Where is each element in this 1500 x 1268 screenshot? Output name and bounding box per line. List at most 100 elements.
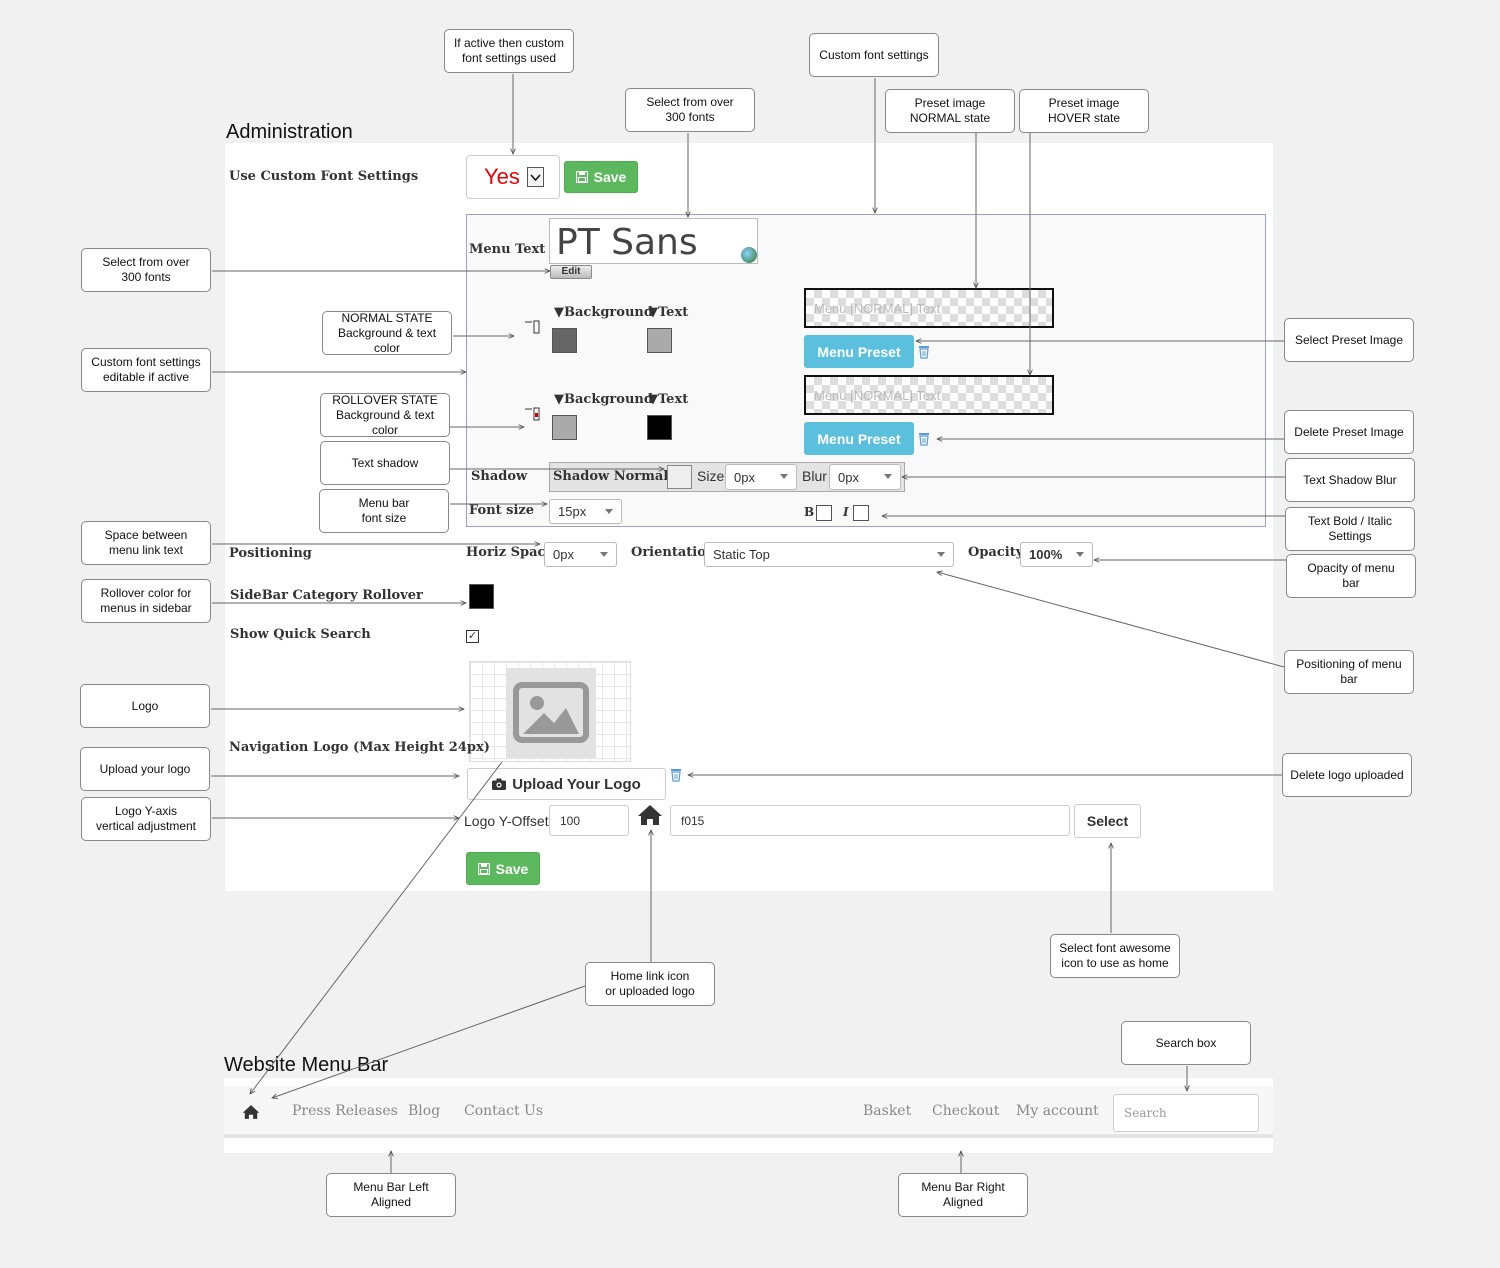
normal-text-label: ▼Text xyxy=(648,305,689,320)
quick-search-checkbox[interactable]: ✓ xyxy=(466,630,479,643)
menu-link-my-account[interactable]: My account xyxy=(1016,1103,1099,1119)
opacity-select[interactable]: 100% xyxy=(1020,542,1093,567)
home-icon-code-input[interactable]: f015 xyxy=(670,805,1070,836)
menu-link-blog[interactable]: Blog xyxy=(408,1103,441,1119)
rollover-state-icon xyxy=(525,407,541,421)
normal-text-swatch[interactable] xyxy=(647,328,672,353)
select-icon-button[interactable]: Select xyxy=(1074,804,1141,838)
menubar-heading: Website Menu Bar xyxy=(224,1054,389,1076)
save-custom-font-button[interactable]: Save xyxy=(564,161,638,193)
callout-upload-logo: Upload your logo xyxy=(80,747,210,791)
callout-delete-logo: Delete logo uploaded xyxy=(1282,753,1412,797)
logo-preview xyxy=(469,661,631,762)
callout-text-shadow: Text shadow xyxy=(320,441,450,485)
horiz-space-label: Horiz Space xyxy=(466,545,554,560)
sidebar-rollover-swatch[interactable] xyxy=(469,584,494,609)
callout-home-icon: Home link icon or uploaded logo xyxy=(585,962,715,1006)
opacity-label: Opacity xyxy=(968,545,1024,560)
font-size-select[interactable]: 15px xyxy=(549,499,622,524)
font-size-label: Font size xyxy=(469,503,535,518)
callout-custom-font: Custom font settings xyxy=(809,33,939,77)
callout-positioning: Positioning of menu bar xyxy=(1284,650,1414,694)
callout-rollover-sidebar: Rollover color for menus in sidebar xyxy=(81,579,211,623)
horiz-space-value: 0px xyxy=(553,547,574,562)
logo-y-offset-label: Logo Y-Offset xyxy=(464,813,549,829)
font-picker[interactable]: PT Sans xyxy=(549,218,758,264)
menu-preset-hover-button[interactable]: Menu Preset xyxy=(804,422,914,455)
callout-right-aligned: Menu Bar Right Aligned xyxy=(898,1173,1028,1217)
rollover-text-swatch[interactable] xyxy=(647,415,672,440)
font-name: PT Sans xyxy=(556,222,698,263)
home-icon[interactable] xyxy=(242,1104,260,1120)
menu-preset-normal-button[interactable]: Menu Preset xyxy=(804,335,914,368)
upload-logo-button[interactable]: Upload Your Logo xyxy=(467,768,666,800)
rollover-background-label: ▼Background xyxy=(554,392,653,407)
save-button[interactable]: Save xyxy=(466,852,540,885)
use-custom-font-value: Yes xyxy=(484,164,520,189)
sidebar-rollover-label: SideBar Category Rollover xyxy=(230,588,423,603)
orientation-select[interactable]: Static Top xyxy=(704,542,954,567)
shadow-size-label: Size xyxy=(697,468,725,484)
menu-link-press-releases[interactable]: Press Releases xyxy=(292,1103,398,1119)
callout-select-fonts-left: Select from over 300 fonts xyxy=(81,248,211,292)
floppy-icon xyxy=(575,171,588,183)
shadow-color-swatch[interactable] xyxy=(667,465,692,489)
preset-normal-preview: Menu [NORMAL] Text xyxy=(804,288,1054,328)
shadow-blur-label: Blur xyxy=(802,468,827,484)
callout-preset-hover: Preset image HOVER state xyxy=(1019,89,1149,133)
callout-normal-state: NORMAL STATE Background & text color xyxy=(322,311,452,355)
normal-background-label: ▼Background xyxy=(554,305,653,320)
callout-preset-normal: Preset image NORMAL state xyxy=(885,89,1015,133)
shadow-size-select[interactable]: 0px xyxy=(725,464,797,490)
use-custom-font-select[interactable]: Yes xyxy=(466,155,560,199)
callout-delete-preset: Delete Preset Image xyxy=(1284,410,1414,454)
camera-icon xyxy=(492,778,507,790)
save-label: Save xyxy=(593,169,627,185)
callout-menu-font-size: Menu bar font size xyxy=(319,489,449,533)
bold-icon: B xyxy=(804,505,815,519)
bold-checkbox[interactable] xyxy=(816,505,832,521)
image-placeholder-icon xyxy=(506,668,596,758)
quick-search-label: Show Quick Search xyxy=(230,627,371,642)
trash-icon[interactable] xyxy=(918,345,930,359)
home-icon xyxy=(637,804,663,826)
globe-icon xyxy=(741,247,757,263)
callout-space-between: Space between menu link text xyxy=(81,521,211,565)
search-input[interactable]: Search xyxy=(1113,1094,1259,1132)
preset-hover-preview: Menu [NORMAL] Text xyxy=(804,375,1054,415)
edit-font-button[interactable]: Edit xyxy=(550,265,592,279)
callout-logo: Logo xyxy=(80,684,210,728)
callout-left-aligned: Menu Bar Left Aligned xyxy=(326,1173,456,1217)
callout-opacity: Opacity of menu bar xyxy=(1286,554,1416,598)
callout-shadow-blur: Text Shadow Blur xyxy=(1285,458,1415,502)
callout-fa-icon: Select font awesome icon to use as home xyxy=(1050,934,1180,978)
floppy-icon xyxy=(477,862,490,875)
normal-state-icon xyxy=(525,320,541,334)
upload-logo-label: Upload Your Logo xyxy=(512,775,641,793)
nav-logo-label: Navigation Logo (Max Height 24px) xyxy=(229,740,490,755)
positioning-label: Positioning xyxy=(229,546,312,561)
callout-select-fonts-top: Select from over 300 fonts xyxy=(625,88,755,132)
rollover-background-swatch[interactable] xyxy=(552,415,577,440)
trash-icon[interactable] xyxy=(918,432,930,446)
italic-checkbox[interactable] xyxy=(853,505,869,521)
normal-background-swatch[interactable] xyxy=(552,328,577,353)
callout-select-preset: Select Preset Image xyxy=(1284,318,1414,362)
font-size-value: 15px xyxy=(558,504,587,519)
shadow-type[interactable]: Shadow Normal▶ xyxy=(553,469,679,484)
use-custom-font-label: Use Custom Font Settings xyxy=(229,169,419,184)
shadow-blur-select[interactable]: 0px xyxy=(829,464,901,490)
shadow-label: Shadow xyxy=(471,469,528,484)
menu-link-checkout[interactable]: Checkout xyxy=(932,1103,1000,1119)
trash-icon[interactable] xyxy=(670,768,682,782)
menu-text-label: Menu Text xyxy=(469,242,546,257)
logo-y-offset-input[interactable]: 100 xyxy=(549,805,629,836)
horiz-space-select[interactable]: 0px xyxy=(544,542,617,567)
menu-link-contact-us[interactable]: Contact Us xyxy=(464,1103,544,1119)
callout-logo-y: Logo Y-axis vertical adjustment xyxy=(81,797,211,841)
shadow-blur-value: 0px xyxy=(838,469,859,485)
shadow-size-value: 0px xyxy=(734,469,755,485)
chevron-down-icon xyxy=(527,167,544,187)
menu-link-basket[interactable]: Basket xyxy=(863,1103,912,1119)
opacity-value: 100% xyxy=(1029,547,1063,562)
